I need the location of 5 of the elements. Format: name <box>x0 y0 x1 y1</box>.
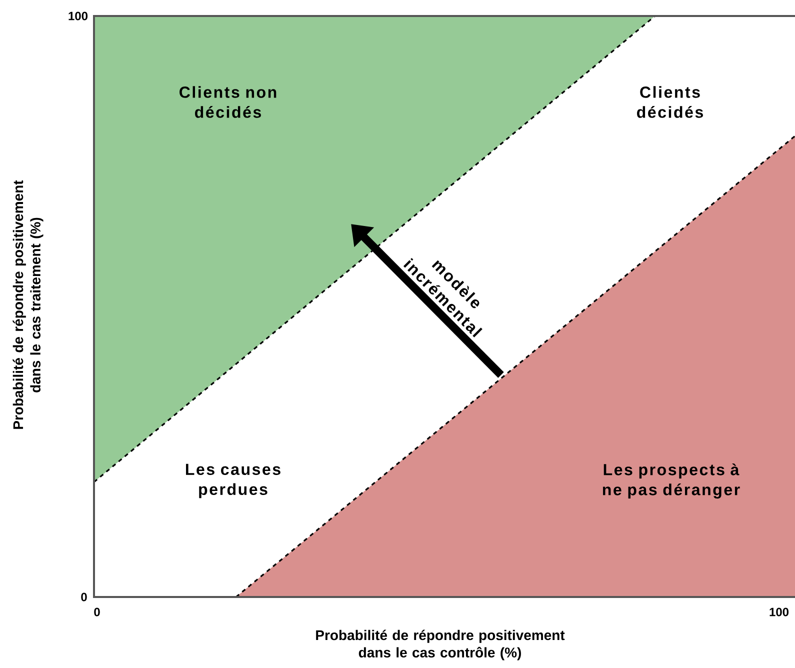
tick: 100 <box>68 12 88 20</box>
axis-title: Probabilité de répondre positivement dans le cas contrôle (%) <box>316 630 565 660</box>
tick: 0 <box>81 592 87 602</box>
axis-title: Probabilité de répondre positivement dans le cas traitement (%) <box>12 180 44 429</box>
tick: 0 <box>94 608 100 616</box>
